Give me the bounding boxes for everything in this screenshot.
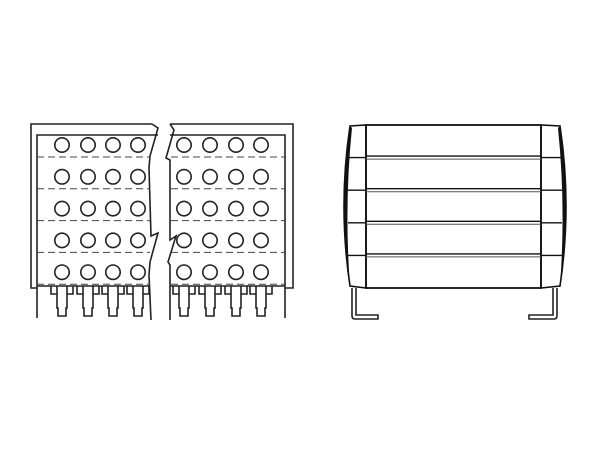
front-right-inner-frame	[170, 134, 286, 318]
contact-hole	[228, 137, 245, 154]
contact-hole	[253, 232, 270, 249]
contact-hole	[228, 168, 245, 185]
contact-hole	[130, 264, 147, 281]
terminal-pin	[249, 286, 273, 317]
contact-hole	[53, 168, 70, 185]
contact-hole	[176, 137, 193, 154]
contact-hole	[130, 200, 147, 217]
contact-hole	[80, 137, 97, 154]
contact-hole	[228, 232, 245, 249]
contact-hole	[176, 232, 193, 249]
front-view	[30, 123, 294, 321]
contact-hole	[80, 232, 97, 249]
contact-hole	[130, 168, 147, 185]
contact-hole	[80, 168, 97, 185]
front-left-inner-frame	[36, 134, 158, 318]
contact-hole	[228, 264, 245, 281]
contact-hole	[253, 137, 270, 154]
contact-hole	[202, 137, 219, 154]
side-left-foot	[351, 288, 379, 320]
contact-hole	[253, 264, 270, 281]
contact-hole	[80, 264, 97, 281]
contact-hole	[253, 200, 270, 217]
side-right-cap-shade	[558, 126, 566, 286]
contact-hole	[202, 168, 219, 185]
contact-hole	[176, 200, 193, 217]
contact-hole	[253, 168, 270, 185]
contact-hole	[53, 264, 70, 281]
terminal-pin	[126, 286, 150, 317]
contact-hole	[130, 232, 147, 249]
terminal-pin	[101, 286, 125, 317]
contact-hole	[176, 168, 193, 185]
contact-hole	[105, 200, 122, 217]
contact-hole	[53, 137, 70, 154]
contact-hole	[202, 232, 219, 249]
side-view	[343, 124, 567, 320]
front-left-break-line	[148, 123, 160, 321]
contact-hole	[105, 264, 122, 281]
contact-hole	[176, 264, 193, 281]
contact-hole	[105, 168, 122, 185]
front-left-outer-frame	[30, 123, 152, 289]
front-right-outer-frame	[170, 123, 294, 289]
front-right-break-line	[165, 123, 178, 320]
side-right-foot	[528, 288, 558, 320]
terminal-pin	[198, 286, 222, 317]
terminal-pin	[172, 286, 196, 317]
contact-hole	[105, 232, 122, 249]
contact-hole	[53, 232, 70, 249]
contact-hole	[130, 137, 147, 154]
contact-hole	[202, 264, 219, 281]
contact-hole	[53, 200, 70, 217]
side-body	[365, 124, 542, 289]
contact-hole	[80, 200, 97, 217]
contact-hole	[105, 137, 122, 154]
contact-hole	[202, 200, 219, 217]
terminal-pin	[76, 286, 100, 317]
side-left-cap-shade	[344, 126, 352, 286]
contact-hole	[228, 200, 245, 217]
terminal-pin	[50, 286, 74, 317]
terminal-pin	[224, 286, 248, 317]
side-layers	[348, 155, 562, 258]
front-grid	[37, 137, 285, 317]
